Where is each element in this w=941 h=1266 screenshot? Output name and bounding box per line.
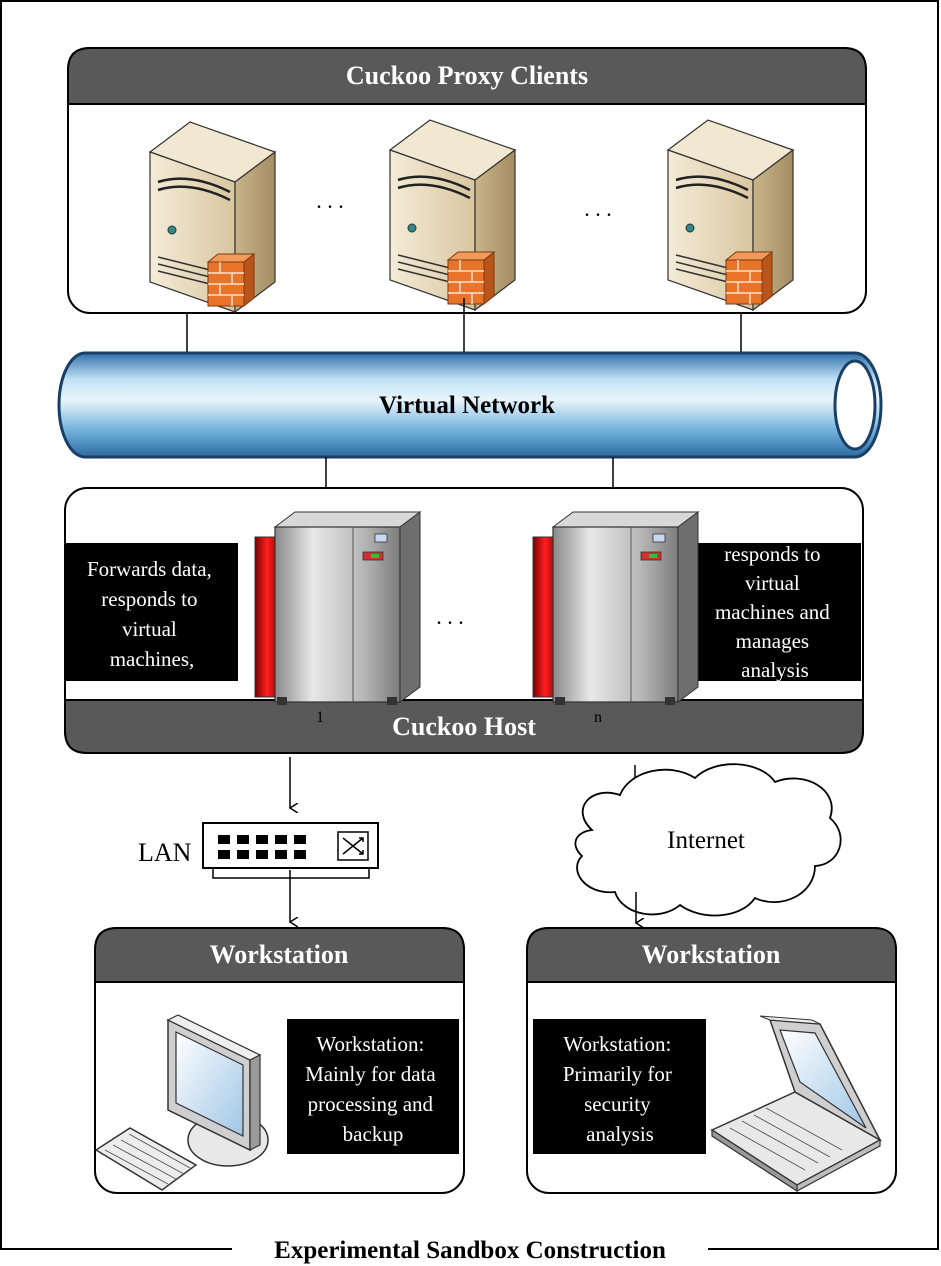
workstation-right-note xyxy=(533,1019,706,1154)
host-right-note-text: responds to virtual machines and manages… xyxy=(715,542,835,682)
proxy-server-3 xyxy=(668,120,793,310)
host-ellipsis: . . . xyxy=(436,604,464,629)
workstation-right-panel: Workstation Workstation: Primarily for s… xyxy=(526,927,897,1194)
workstation-left-header xyxy=(94,927,465,983)
desktop-computer-icon xyxy=(94,1014,269,1191)
proxy-clients-title: Cuckoo Proxy Clients xyxy=(346,61,588,90)
proxy-server-2 xyxy=(390,120,515,310)
host-left-note-text: Forwards data, responds to virtual machi… xyxy=(87,557,217,671)
workstation-right-title: Workstation xyxy=(642,940,781,969)
proxy-clients-panel: Cuckoo Proxy Clients . . . . . . xyxy=(67,47,867,314)
internet-label: Internet xyxy=(667,827,745,854)
virtual-network-pipe: Virtual Network xyxy=(57,351,883,459)
host-right-note xyxy=(689,543,861,681)
workstation-left-title: Workstation xyxy=(210,940,349,969)
diagram-title: Experimental Sandbox Construction xyxy=(274,1237,666,1264)
proxy-clients-header xyxy=(67,47,867,105)
title-backdrop xyxy=(232,1236,708,1264)
virtual-network-label: Virtual Network xyxy=(379,392,555,419)
host-server-1-label: 1 xyxy=(316,709,324,726)
host-left-note xyxy=(66,543,238,681)
laptop-icon xyxy=(710,1015,882,1193)
host-server-1 xyxy=(254,511,421,706)
workstation-left-panel: Workstation Workstation: Mainly for data… xyxy=(94,927,465,1194)
cuckoo-host-title: Cuckoo Host xyxy=(392,712,536,741)
host-server-n-label: n xyxy=(594,709,602,726)
lan-label: LAN xyxy=(138,838,192,867)
cuckoo-host-panel: Cuckoo Host Forwards data, responds to v… xyxy=(64,487,864,754)
workstation-right-note-text: Workstation: Primarily for security anal… xyxy=(563,1032,677,1146)
cuckoo-host-header xyxy=(64,699,864,754)
workstation-right-header xyxy=(526,927,897,983)
workstation-left-note xyxy=(287,1019,459,1154)
proxy-server-1 xyxy=(150,122,275,312)
proxy-ellipsis-2: . . . xyxy=(584,196,612,221)
proxy-ellipsis-1: . . . xyxy=(316,188,344,213)
workstation-left-note-text: Workstation: Mainly for data processing … xyxy=(305,1032,441,1146)
lan-switch: LAN xyxy=(138,822,379,879)
host-server-n xyxy=(532,511,699,706)
cloud-icon xyxy=(574,763,842,917)
internet-cloud: Internet xyxy=(574,763,842,917)
